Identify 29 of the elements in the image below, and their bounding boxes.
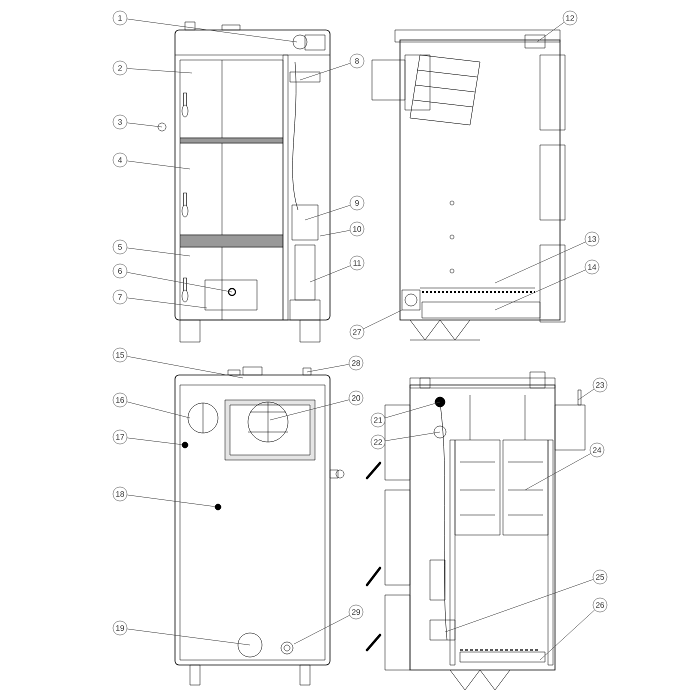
leader-line [363,310,402,330]
leader-line [494,242,586,284]
leader-line [524,453,591,490]
leader-line [126,160,190,170]
leader-line [126,628,250,646]
leader-line [126,298,208,308]
leader-line [320,230,350,236]
leader-line [306,364,350,372]
leader-line [300,63,350,80]
leader-line [294,615,350,644]
leader-line [126,402,190,418]
leader-line [444,579,594,632]
leader-line [304,205,350,220]
leader-line [126,18,298,42]
leader-line [126,494,216,507]
leader-line [126,122,162,128]
leader-line [494,270,586,310]
leader-line [126,68,192,74]
leader-line [384,432,440,442]
leader-line [384,402,440,418]
leader-line [126,438,182,445]
leader-line [270,400,350,420]
leader-line [126,356,244,378]
leader-line [310,265,351,282]
leader-line [536,22,564,42]
leader-line [578,388,594,400]
leader-line [126,248,190,256]
leader-line [126,272,232,292]
leader-line [540,610,595,660]
